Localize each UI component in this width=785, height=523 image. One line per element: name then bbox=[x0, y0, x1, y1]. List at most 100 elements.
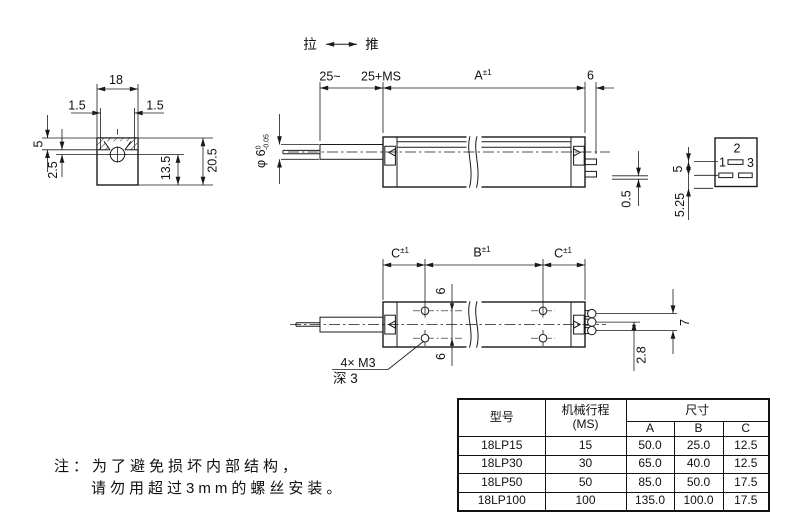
dim-pin-rows: 5 bbox=[671, 147, 691, 176]
dim-label-2_8: 2.8 bbox=[635, 346, 649, 363]
cell-model: 18LP15 bbox=[457, 436, 546, 456]
dim-label-5: 5 bbox=[32, 140, 46, 147]
dim-label-2_5: 2.5 bbox=[46, 161, 60, 178]
top-view: C±1 B±1 C±1 6 6 4× M3 深 3 bbox=[290, 245, 692, 386]
table-row: 18LP50 50 85.0 50.0 17.5 bbox=[457, 473, 770, 493]
dim-stroke: 25~ 25+MS bbox=[319, 70, 401, 91]
pin-tip bbox=[587, 308, 597, 319]
table-row: 18LP30 30 65.0 40.0 12.5 bbox=[457, 454, 770, 474]
cell-ms: 100 bbox=[544, 491, 627, 512]
dim-label-5-conn: 5 bbox=[671, 165, 685, 172]
cell-model: 18LP50 bbox=[457, 473, 546, 493]
dim-label-A: A±1 bbox=[474, 68, 492, 83]
dim-label-25: 25~ bbox=[319, 70, 340, 84]
mounting-hole bbox=[420, 333, 430, 343]
cell-a: 50.0 bbox=[625, 436, 675, 456]
dim-label-7: 7 bbox=[678, 319, 692, 326]
body-outline bbox=[382, 136, 586, 188]
dim-wall-left: 1.5 bbox=[68, 99, 101, 116]
dim-shaft-diameter: φ 60-0.05 bbox=[254, 114, 319, 184]
dim-hole-offsets: 6 6 bbox=[434, 284, 455, 366]
dim-label-6-top: 6 bbox=[434, 287, 448, 294]
spec-table: 型号 机械行程 (MS) 尺寸 A B C 18LP15 15 50.0 25.… bbox=[457, 398, 771, 512]
cell-b: 25.0 bbox=[673, 436, 724, 456]
dim-label-25ms: 25+MS bbox=[361, 70, 401, 84]
note-line-1: 注：为了避免损坏内部结构， bbox=[54, 458, 302, 475]
dim-b: B±1 bbox=[425, 245, 543, 268]
dim-label-phi6: φ 60-0.05 bbox=[254, 134, 271, 168]
dim-right-end: 6 bbox=[587, 69, 614, 91]
dim-pin-thickness: 0.5 bbox=[612, 151, 648, 208]
dim-height: 20.5 bbox=[200, 138, 220, 185]
dim-wall-right: 1.5 bbox=[134, 99, 164, 116]
dim-body-length: A±1 bbox=[383, 68, 585, 91]
dim-c-left: C±1 bbox=[383, 246, 425, 268]
cell-c: 12.5 bbox=[722, 454, 770, 474]
pin-1-label: 1 bbox=[719, 156, 726, 170]
pin-tip bbox=[587, 325, 597, 336]
cell-a: 135.0 bbox=[625, 491, 675, 512]
dim-width-18: 18 bbox=[97, 73, 138, 92]
terminal-pin bbox=[584, 158, 597, 166]
break-line bbox=[475, 136, 479, 188]
dim-label-0_5: 0.5 bbox=[620, 190, 634, 207]
table-row: 18LP100 100 135.0 100.0 17.5 bbox=[457, 491, 770, 512]
thread-callout-line2: 深 3 bbox=[333, 371, 358, 386]
cell-c: 17.5 bbox=[722, 473, 770, 493]
col-header-travel-line2: (MS) bbox=[572, 417, 599, 431]
dim-label-C-right: C±1 bbox=[554, 246, 572, 261]
dim-bottom: 5.25 bbox=[673, 175, 691, 220]
dim-c-right: C±1 bbox=[543, 246, 585, 268]
pin-2-slot bbox=[727, 159, 744, 165]
front-view: 拉 推 25~ 25+MS bbox=[254, 37, 648, 208]
dim-label-1_5-right: 1.5 bbox=[146, 99, 163, 113]
cell-ms: 50 bbox=[544, 473, 627, 493]
push-label: 推 bbox=[365, 37, 379, 52]
break-line bbox=[475, 301, 479, 348]
break-line bbox=[468, 136, 472, 188]
table-row: 18LP15 15 50.0 25.0 12.5 bbox=[457, 436, 770, 456]
cell-a: 85.0 bbox=[625, 473, 675, 493]
pull-label: 拉 bbox=[303, 37, 317, 52]
pin-3-label: 3 bbox=[747, 156, 754, 170]
connector-end-view: 2 1 3 5 5.25 bbox=[671, 137, 758, 220]
pin-1-slot bbox=[718, 172, 734, 179]
cell-b: 40.0 bbox=[673, 454, 724, 474]
dim-bracket-depth: 5 bbox=[32, 115, 50, 172]
dim-label-5_25: 5.25 bbox=[673, 193, 687, 217]
dim-label-1_5-left: 1.5 bbox=[68, 99, 85, 113]
pin-3-slot bbox=[738, 172, 753, 179]
mounting-hole bbox=[538, 333, 548, 343]
col-header-b: B bbox=[673, 421, 724, 437]
cell-ms: 30 bbox=[544, 454, 627, 474]
dim-label-18: 18 bbox=[109, 73, 123, 87]
col-header-model: 型号 bbox=[457, 398, 546, 437]
dim-label-6-bottom: 6 bbox=[434, 353, 448, 360]
left-end-view: 18 1.5 1.5 5 2.5 13.5 20.5 bbox=[32, 73, 220, 186]
thread-callout: 4× M3 深 3 bbox=[332, 340, 425, 386]
cell-b: 50.0 bbox=[673, 473, 724, 493]
cell-model: 18LP30 bbox=[457, 454, 546, 474]
connector-outline bbox=[714, 137, 758, 188]
terminal-pin bbox=[584, 170, 597, 178]
pull-push-indicator: 拉 推 bbox=[303, 37, 379, 52]
break-line bbox=[468, 301, 472, 348]
col-header-c: C bbox=[722, 421, 770, 437]
installation-note: 注：为了避免损坏内部结构， 请勿用超过3mm的螺丝安装。 bbox=[54, 456, 345, 500]
note-line-2: 请勿用超过3mm的螺丝安装。 bbox=[91, 480, 346, 497]
cell-ms: 15 bbox=[544, 436, 627, 456]
dim-pin-pitch: 2.8 bbox=[631, 322, 649, 371]
dim-label-13_5: 13.5 bbox=[159, 156, 173, 180]
col-header-travel-line1: 机械行程 bbox=[561, 403, 610, 418]
col-header-a: A bbox=[625, 421, 675, 437]
cell-c: 17.5 bbox=[722, 491, 770, 512]
cell-model: 18LP100 bbox=[457, 491, 546, 512]
dim-label-6: 6 bbox=[587, 69, 594, 83]
dim-offset: 2.5 bbox=[46, 129, 65, 179]
dim-label-C-left: C±1 bbox=[391, 246, 409, 261]
cell-b: 100.0 bbox=[673, 491, 724, 512]
col-header-travel: 机械行程 (MS) bbox=[544, 398, 627, 437]
cell-c: 12.5 bbox=[722, 436, 770, 456]
pin-2-label: 2 bbox=[734, 142, 741, 156]
